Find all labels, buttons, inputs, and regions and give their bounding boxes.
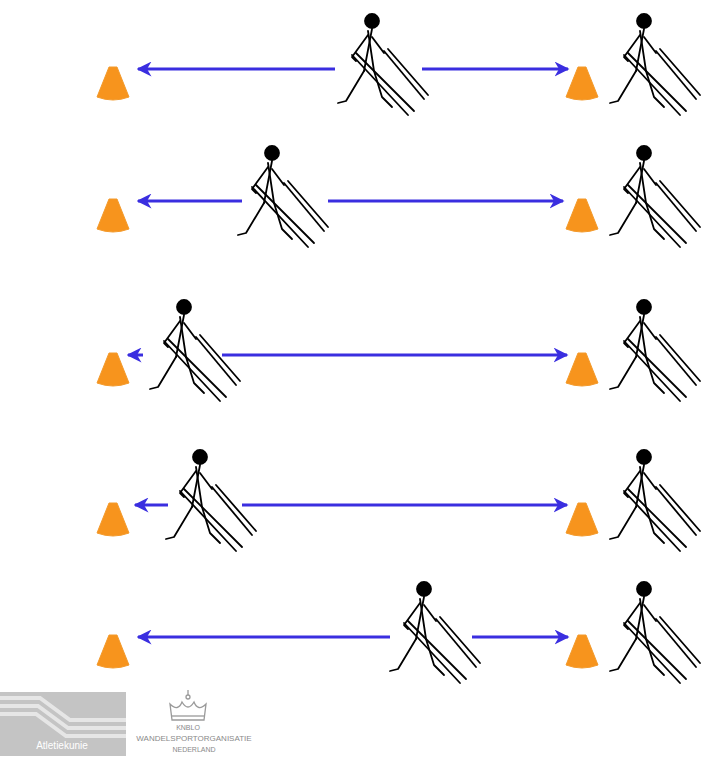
- nordic-walker: [610, 146, 700, 247]
- cone: [97, 503, 129, 536]
- logo-text: WANDELSPORTORGANISATIE: [136, 735, 251, 743]
- cone: [566, 503, 598, 536]
- direction-arrow: [472, 636, 568, 639]
- direction-arrow: [128, 354, 143, 357]
- direction-arrow: [138, 636, 390, 639]
- direction-arrow: [135, 504, 168, 507]
- nordic-walker: [338, 14, 428, 115]
- nordic-walker: [610, 300, 700, 401]
- nordic-walker: [610, 14, 700, 115]
- cone: [97, 635, 129, 668]
- cone: [566, 353, 598, 386]
- nordic-walker: [166, 450, 256, 551]
- cone: [97, 199, 129, 232]
- cone: [97, 67, 129, 100]
- cone: [566, 67, 598, 100]
- direction-arrow: [222, 354, 567, 357]
- direction-arrow: [328, 200, 563, 203]
- logo-panel: [0, 692, 126, 756]
- logo-text: KNBLO: [176, 724, 200, 731]
- direction-arrow: [242, 504, 567, 507]
- logo-text: Atletiekunie: [36, 741, 88, 751]
- nordic-walker: [390, 582, 480, 683]
- cone: [566, 635, 598, 668]
- nordic-walker: [150, 300, 240, 401]
- nordic-walker: [610, 582, 700, 683]
- nordic-walker: [238, 146, 328, 247]
- cone: [97, 353, 129, 386]
- nordic-walker: [610, 450, 700, 551]
- direction-arrow: [138, 68, 335, 71]
- cone: [566, 199, 598, 232]
- crown-logo: [170, 690, 206, 720]
- direction-arrow: [422, 68, 568, 71]
- logo-text: NEDERLAND: [172, 746, 215, 753]
- direction-arrow: [138, 200, 242, 203]
